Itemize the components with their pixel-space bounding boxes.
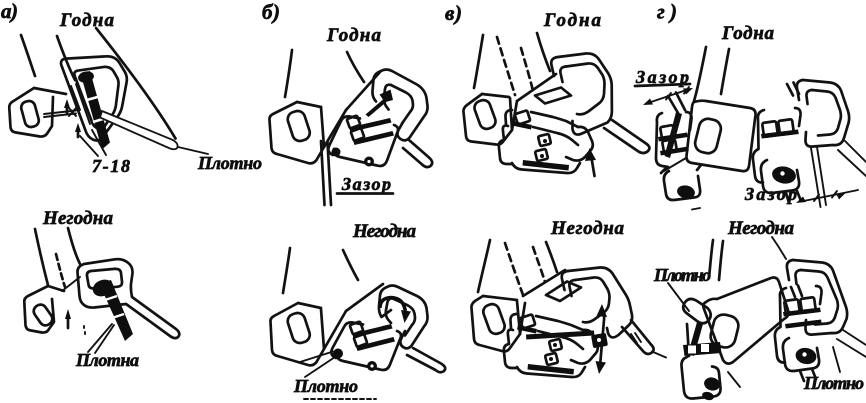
svg-text:в): в) <box>445 1 462 25</box>
svg-text:Негодна: Негодна <box>352 221 417 242</box>
svg-text:Плотна: Плотна <box>75 350 139 370</box>
svg-text:Зазор: Зазор <box>341 174 391 194</box>
svg-text:Годна: Годна <box>721 23 775 44</box>
svg-text:Негодна: Негодна <box>550 218 625 239</box>
svg-text:Годна: Годна <box>543 10 602 31</box>
svg-text:Годна: Годна <box>59 10 115 31</box>
svg-text:Негодна: Негодна <box>42 208 114 229</box>
svg-text:Плотно: Плотно <box>197 153 262 173</box>
svg-text:Годна: Годна <box>326 25 382 46</box>
svg-text:Плотно: Плотно <box>653 265 711 285</box>
svg-text:а): а) <box>1 0 18 23</box>
svg-text:7-18: 7-18 <box>92 156 130 176</box>
svg-text:Плотно: Плотно <box>293 376 358 396</box>
svg-text:б): б) <box>262 0 280 24</box>
svg-text:Зазор: Зазор <box>635 67 689 87</box>
svg-text:Плотно: Плотно <box>803 373 864 393</box>
svg-text:Негодна: Негодна <box>727 218 795 239</box>
